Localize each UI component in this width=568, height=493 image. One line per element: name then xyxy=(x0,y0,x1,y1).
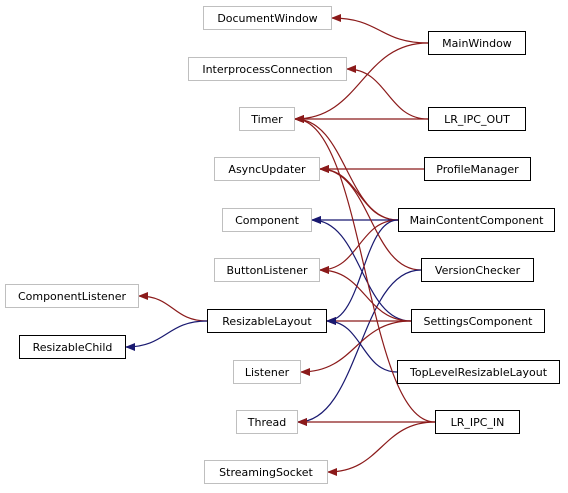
edge-settings-component-to-listener xyxy=(300,320,412,376)
node-resizable-layout[interactable]: ResizableLayout xyxy=(207,309,327,333)
edge-resizable-layout-to-component-listener xyxy=(138,292,208,322)
node-thread[interactable]: Thread xyxy=(236,410,298,434)
edge-main-content-component-to-async-updater xyxy=(319,165,399,221)
node-button-listener[interactable]: ButtonListener xyxy=(214,258,320,282)
node-listener[interactable]: Listener xyxy=(233,360,301,384)
edge-main-window-to-timer xyxy=(294,42,429,123)
node-lr-ipc-out[interactable]: LR_IPC_OUT xyxy=(428,107,526,131)
node-top-level-resizable-layout[interactable]: TopLevelResizableLayout xyxy=(397,360,560,384)
node-timer[interactable]: Timer xyxy=(239,107,295,131)
edge-version-checker-to-thread xyxy=(297,269,422,426)
edge-main-window-to-document-window xyxy=(331,14,429,44)
node-resizable-child[interactable]: ResizableChild xyxy=(19,335,126,359)
edge-top-level-resizable-layout-to-resizable-layout xyxy=(326,317,398,373)
node-streaming-socket[interactable]: StreamingSocket xyxy=(204,460,328,484)
node-document-window[interactable]: DocumentWindow xyxy=(203,6,332,30)
node-component-listener[interactable]: ComponentListener xyxy=(5,284,139,308)
edge-resizable-layout-to-resizable-child xyxy=(125,320,208,351)
node-interprocess-connection[interactable]: InterprocessConnection xyxy=(188,57,347,81)
edge-lr-ipc-in-to-streaming-socket xyxy=(327,421,436,476)
node-lr-ipc-in[interactable]: LR_IPC_IN xyxy=(435,410,520,434)
edge-settings-component-to-button-listener xyxy=(319,266,412,322)
edge-settings-component-to-component xyxy=(311,216,412,322)
node-main-window[interactable]: MainWindow xyxy=(428,31,526,55)
node-version-checker[interactable]: VersionChecker xyxy=(421,258,534,282)
node-main-content-component[interactable]: MainContentComponent xyxy=(398,208,555,232)
edge-lr-ipc-in-to-timer xyxy=(294,115,436,423)
edge-lr-ipc-out-to-interprocess-connection xyxy=(346,65,429,120)
node-settings-component[interactable]: SettingsComponent xyxy=(411,309,545,333)
node-component[interactable]: Component xyxy=(222,208,312,232)
node-async-updater[interactable]: AsyncUpdater xyxy=(214,157,320,181)
node-profile-manager[interactable]: ProfileManager xyxy=(424,157,531,181)
edge-version-checker-to-async-updater xyxy=(319,165,422,271)
edge-main-content-component-to-resizable-layout xyxy=(326,219,399,325)
